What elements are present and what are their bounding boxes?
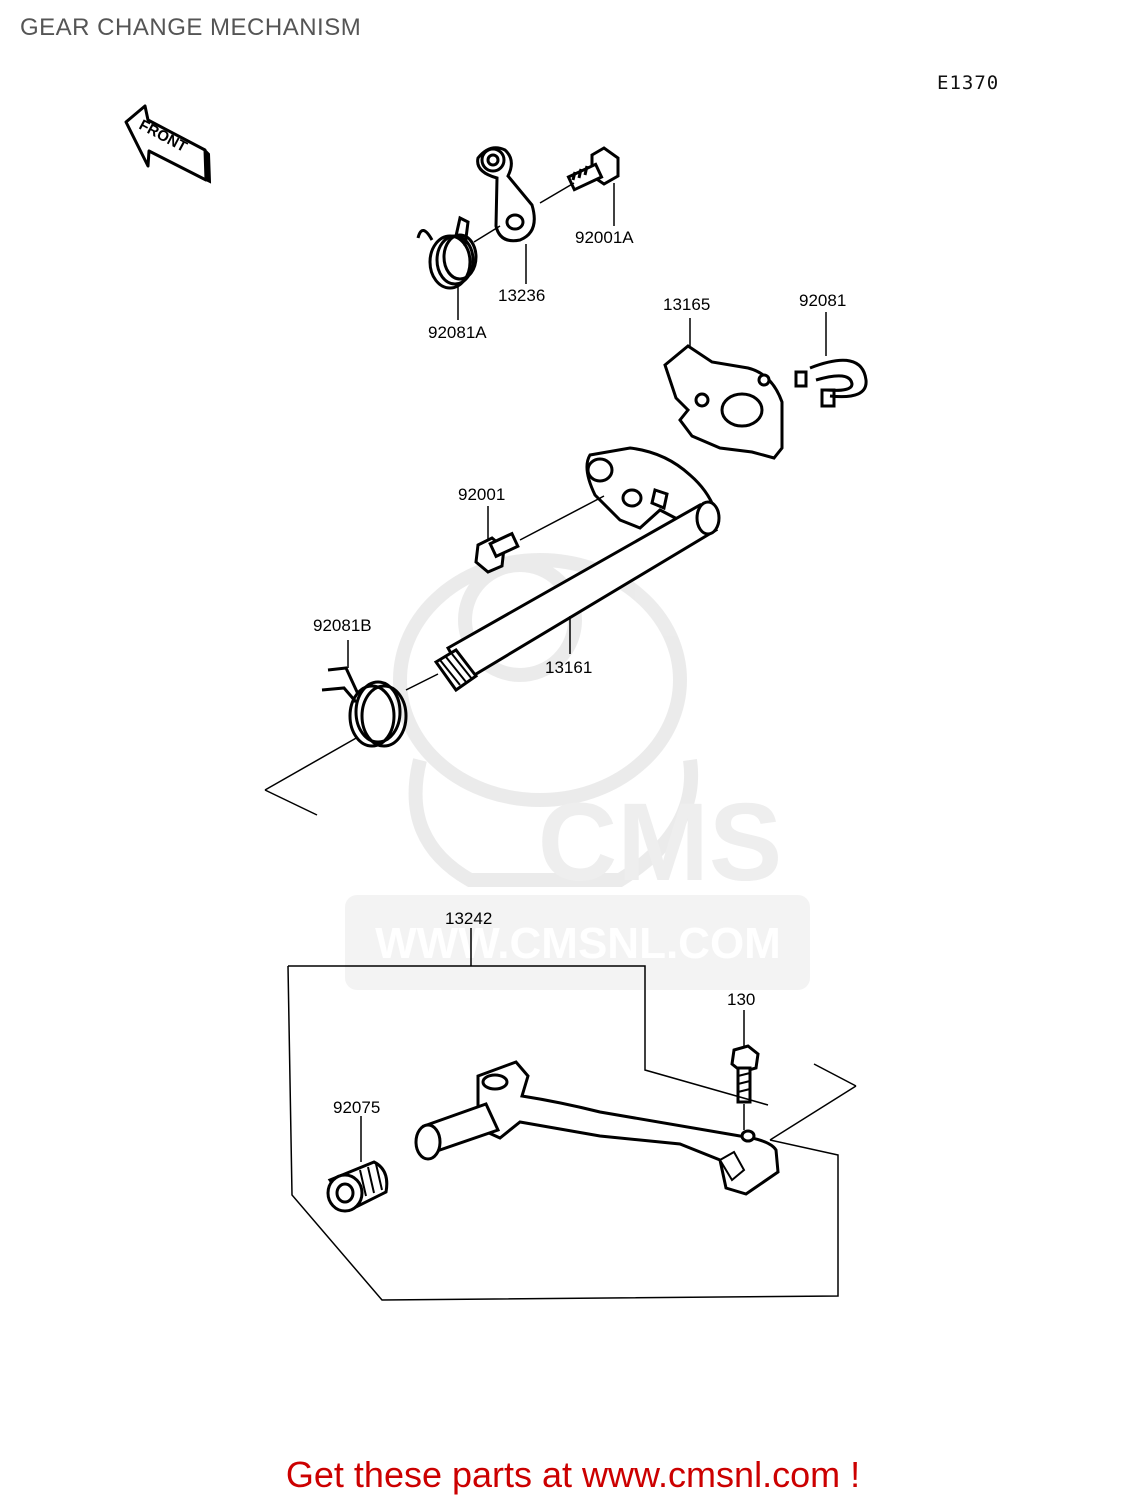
label-130: 130 xyxy=(727,990,755,1009)
part-92081B-icon xyxy=(321,666,408,748)
part-92075-icon xyxy=(326,1160,389,1213)
part-92001A-icon xyxy=(566,146,620,192)
part-13242-icon xyxy=(414,1060,780,1196)
front-arrow-icon: FRONT xyxy=(124,104,212,184)
part-13161-icon xyxy=(433,446,721,693)
part-92081A-icon xyxy=(416,215,478,290)
watermark-mascot-icon xyxy=(393,553,699,887)
part-13236-icon xyxy=(476,146,536,243)
part-130-icon xyxy=(730,1044,760,1104)
footer-promo-text: Get these parts at www.cmsnl.com ! xyxy=(285,1454,861,1495)
watermark: CMS WWW.CMSNL.COM xyxy=(345,553,810,990)
label-92081: 92081 xyxy=(799,291,846,310)
label-13161: 13161 xyxy=(545,658,592,677)
watermark-logo-text: CMS xyxy=(538,781,782,904)
label-92081B: 92081B xyxy=(313,616,372,635)
label-13236: 13236 xyxy=(498,286,545,305)
watermark-url-text: WWW.CMSNL.COM xyxy=(375,919,781,968)
part-92001-icon xyxy=(474,531,520,574)
diagram-code: E1370 xyxy=(937,72,1000,94)
label-92075: 92075 xyxy=(333,1098,380,1117)
page-title: GEAR CHANGE MECHANISM xyxy=(20,14,362,41)
label-13165: 13165 xyxy=(663,295,710,314)
label-92001: 92001 xyxy=(458,485,505,504)
label-92001A: 92001A xyxy=(575,228,634,247)
label-92081A: 92081A xyxy=(428,323,487,342)
leader-lines xyxy=(264,182,857,1301)
part-92081-icon xyxy=(794,358,868,408)
label-13242: 13242 xyxy=(445,909,492,928)
part-13165-icon xyxy=(663,344,784,460)
